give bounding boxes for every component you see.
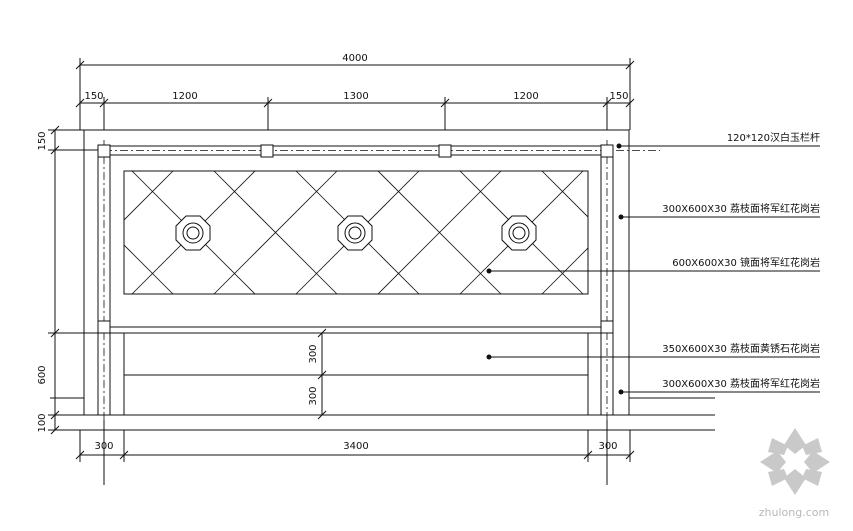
dim-bottom-middle: 3400: [343, 441, 368, 452]
dim-base-height: 100: [37, 413, 48, 432]
outer-frame: [83, 129, 630, 416]
top-rail: [104, 145, 660, 156]
leader-dot-rail: [616, 143, 622, 149]
rail-baluster-1: [260, 144, 274, 158]
medallion-center: [337, 215, 373, 251]
watermark-text: zhulong.com: [759, 506, 829, 519]
dim-lower-course-1: 300: [308, 344, 319, 363]
base-ground: [50, 397, 715, 431]
medallion-right: [501, 215, 537, 251]
leader-dot-lower: [486, 354, 492, 360]
label-frame-bottom: 300X600X30 荔枝面将军红花岗岩: [662, 377, 820, 390]
label-rail: 120*120汉白玉栏杆: [727, 131, 820, 144]
dim-total: 4000: [342, 53, 367, 64]
label-lower-panel: 350X600X30 荔枝面黄锈石花岗岩: [662, 342, 820, 355]
dim-rail-height: 150: [37, 131, 48, 150]
dim-lower-course-2: 300: [308, 386, 319, 405]
leader-lines: [489, 145, 820, 393]
dimension-left: [48, 125, 98, 435]
label-panel: 600X600X30 镜面将军红花岗岩: [672, 256, 820, 269]
dim-bottom-right: 300: [598, 441, 617, 452]
medallion-left: [175, 215, 211, 251]
dimension-bottom: [75, 420, 635, 485]
leader-dot-frame-top: [618, 214, 624, 220]
dim-post-left: 150: [84, 91, 103, 102]
dim-post-right: 150: [609, 91, 628, 102]
dim-span-2: 1300: [343, 91, 368, 102]
label-frame-top: 300X600X30 荔枝面将军红花岗岩: [662, 202, 820, 215]
leader-dot-frame-bottom: [618, 389, 624, 395]
dim-span-3: 1200: [513, 91, 538, 102]
dimension-top-total: [75, 58, 635, 130]
watermark-logo-icon: [760, 428, 830, 495]
dim-span-1: 1200: [172, 91, 197, 102]
dimension-inner: [317, 328, 327, 420]
dim-lower-height: 600: [37, 365, 48, 384]
dim-bottom-left: 300: [94, 441, 113, 452]
leader-dot-panel: [486, 268, 492, 274]
dimension-top-spans: [75, 97, 635, 130]
rail-baluster-2: [438, 144, 452, 158]
right-post: [600, 140, 614, 420]
lower-panel: [123, 333, 589, 415]
left-post: [97, 140, 111, 420]
